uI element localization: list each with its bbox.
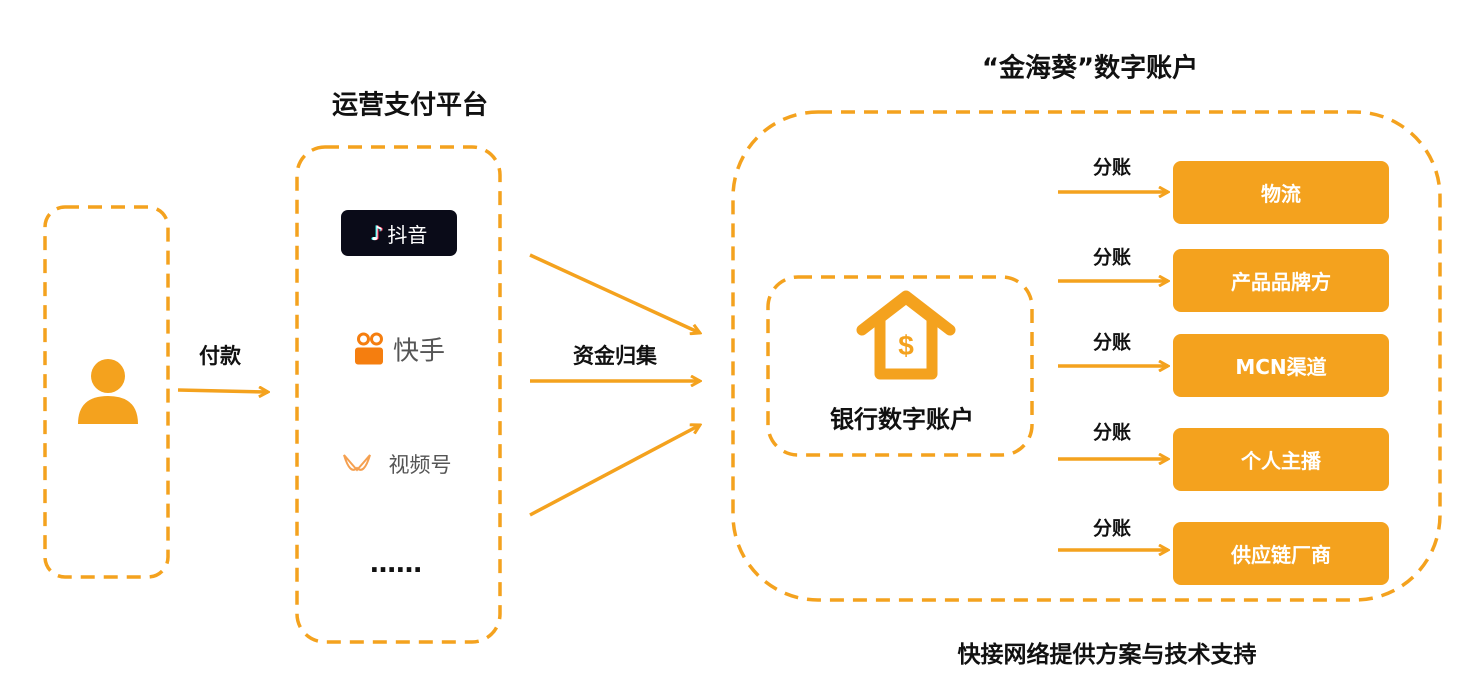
more-platforms: …… bbox=[370, 549, 422, 579]
split-label: 分账 bbox=[1092, 421, 1132, 444]
target-logistics: 物流 bbox=[1173, 161, 1389, 224]
svg-text:$: $ bbox=[898, 330, 914, 361]
target-brand: 产品品牌方 bbox=[1173, 249, 1389, 312]
wechat-channels-icon bbox=[343, 454, 371, 472]
kuaishou-logo: 快手 bbox=[354, 331, 446, 368]
account-title: “金海葵”数字账户 bbox=[981, 53, 1199, 84]
bank-box bbox=[766, 275, 1034, 457]
target-streamer: 个人主播 bbox=[1173, 428, 1389, 491]
user-icon bbox=[78, 359, 138, 424]
tiktok-note-icon: ♪ bbox=[370, 221, 384, 245]
account-box bbox=[731, 110, 1442, 602]
douyin-logo: ♪ 抖音 bbox=[341, 210, 457, 256]
collect-arrow-3 bbox=[529, 425, 700, 517]
kuaishou-camera-icon bbox=[354, 332, 385, 366]
split-label: 分账 bbox=[1092, 517, 1132, 540]
pay-arrow bbox=[177, 390, 268, 392]
target-mcn: MCN渠道 bbox=[1173, 334, 1389, 397]
split-label: 分账 bbox=[1092, 331, 1132, 354]
footer-note: 快接网络提供方案与技术支持 bbox=[957, 642, 1257, 668]
channels-label: 视频号 bbox=[388, 453, 452, 477]
collect-label: 资金归集 bbox=[573, 344, 657, 368]
bank-account-label: 银行数字账户 bbox=[830, 405, 974, 434]
douyin-label: 抖音 bbox=[387, 222, 428, 247]
split-label: 分账 bbox=[1092, 156, 1132, 179]
customer-box bbox=[43, 205, 170, 579]
platform-box bbox=[295, 145, 502, 644]
kuaishou-label: 快手 bbox=[392, 336, 446, 367]
target-supplier: 供应链厂商 bbox=[1173, 522, 1389, 585]
collect-arrow-1 bbox=[529, 253, 700, 333]
split-label: 分账 bbox=[1092, 246, 1132, 269]
pay-label: 付款 bbox=[199, 344, 241, 368]
house-dollar-icon: $ bbox=[856, 290, 956, 380]
platform-title: 运营支付平台 bbox=[331, 90, 489, 121]
